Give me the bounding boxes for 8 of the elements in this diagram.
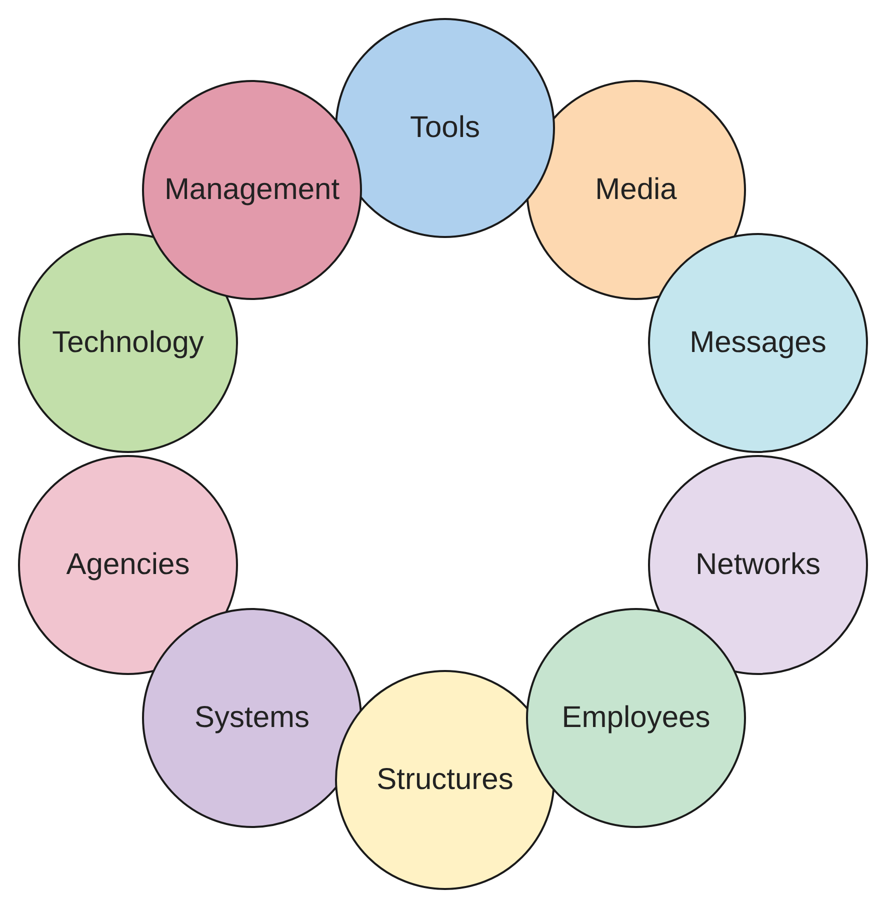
- topic-circle: Employees: [526, 608, 746, 828]
- topic-circle: Messages: [648, 233, 868, 453]
- topic-circle: Technology: [18, 233, 238, 453]
- topic-circle: Structures: [335, 670, 555, 890]
- topic-circle: Agencies: [18, 455, 238, 675]
- topic-circle: Networks: [648, 455, 868, 675]
- topic-circle: Systems: [142, 608, 362, 828]
- topic-circle: Management: [142, 80, 362, 300]
